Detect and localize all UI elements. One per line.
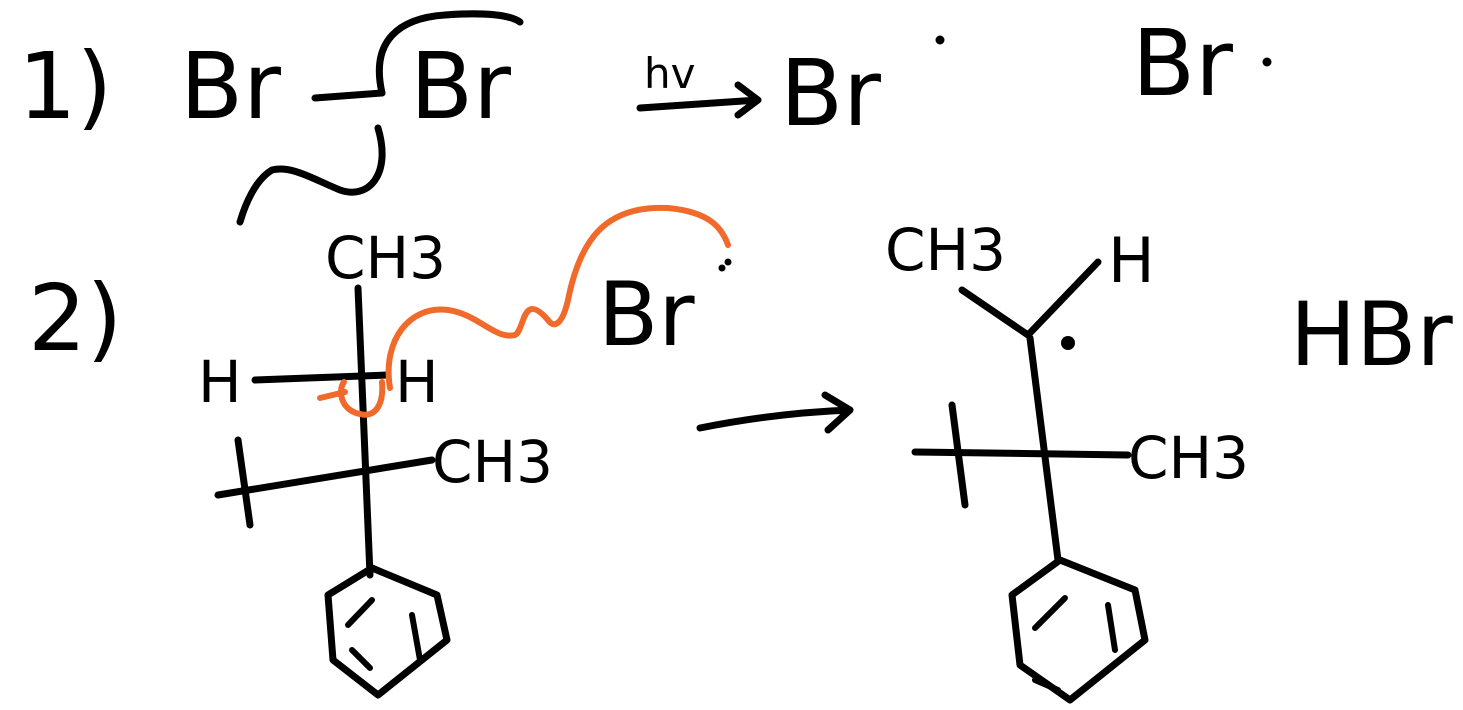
reactant-right-h: H [395,348,439,416]
step-1-product-2: Br [1132,10,1233,117]
reactant-molecule: CH3 H H CH3 [198,224,553,699]
radical-dot [1262,57,1272,67]
reactant-top-group: CH3 [325,224,446,292]
radical-bromine: Br [598,263,695,366]
hydrogen-abstraction-arrow [385,204,731,391]
product-upper-bonds [958,258,1102,339]
reactant-main-chain [354,284,374,579]
step-1: 1) Br Br hv Br Br [18,10,1272,226]
product-top-right-h: H [1108,224,1155,297]
tert-butyl-branch [234,436,254,529]
reaction-arrow-1 [636,81,762,119]
fishhook-arrow-top [375,10,524,97]
step-1-reactant-right: Br [410,33,511,140]
reactant-left-h: H [198,348,242,416]
lone-pair-dot [718,264,726,272]
byproduct-hbr: HBr [1290,283,1454,386]
bond-homolysis-arrow [317,379,386,418]
step-1-number: 1) [18,33,112,140]
step-2: 2) CH3 H H CH3 Br CH3 H [28,204,1454,704]
step-1-product-1: Br [780,40,881,147]
benzene-ring [324,564,451,699]
lone-pair-dot [724,258,732,266]
product-main-chain [1026,334,1062,564]
reactant-lower-bond [214,456,436,499]
product-top-left-group: CH3 [885,216,1006,284]
tert-butyl-branch [948,401,969,509]
radical-dot [935,35,945,45]
reaction-arrow-2 [696,391,854,434]
radical-dot [1061,336,1075,350]
step-1-reactant-left: Br [180,33,281,140]
step-2-number: 2) [28,265,122,372]
product-radical: CH3 H CH3 [885,216,1249,704]
benzene-ring [1008,556,1149,704]
br-br-bond [311,89,386,102]
product-right-group: CH3 [1128,424,1249,492]
fishhook-arrow-bottom [236,124,386,226]
product-lower-bond [911,448,1132,459]
reactant-right-group: CH3 [432,428,553,496]
condition-hv: hv [644,49,695,98]
reactant-h-bond [251,371,392,384]
